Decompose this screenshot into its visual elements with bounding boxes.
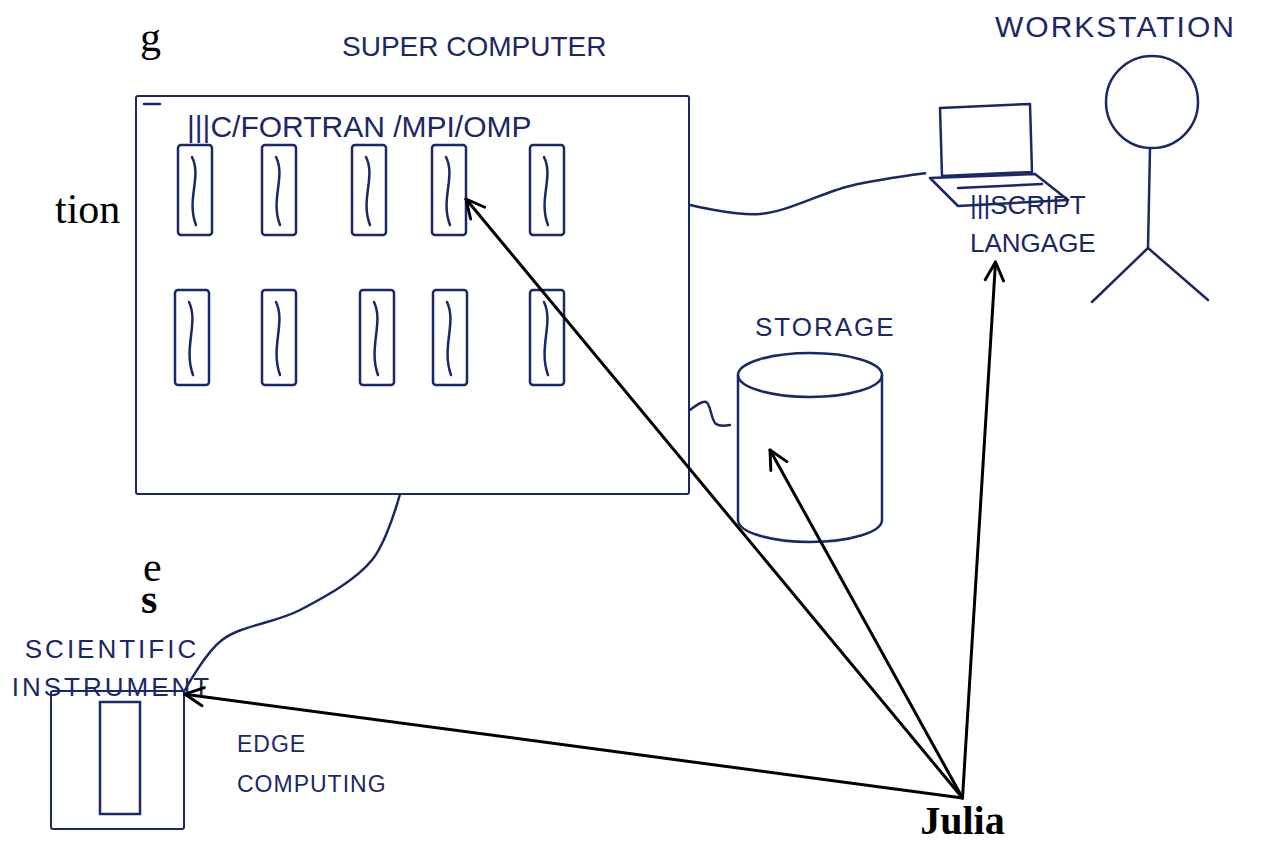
julia-label-node: Julia: [905, 798, 1020, 844]
node-heading: STORAGE: [755, 312, 925, 342]
rack-squiggle: [544, 302, 548, 375]
language-note: |||SCRIPT LANGAGE: [970, 186, 1140, 262]
rack-symbol: [175, 290, 209, 385]
person-head: [1106, 56, 1198, 148]
storage-target: [770, 450, 778, 458]
rack-symbol: [178, 145, 212, 235]
node-heading: SUPER COMPUTER: [342, 30, 662, 64]
corner-mark: [144, 103, 160, 106]
cylinder-top: [738, 353, 882, 397]
julia-arrow: [466, 199, 963, 798]
rack-squiggle: [446, 157, 450, 225]
rack-squiggle: [189, 302, 193, 375]
person-legs: [1092, 248, 1208, 302]
network-link: [185, 495, 400, 690]
person-body: [1148, 148, 1150, 248]
rack-symbol: [262, 145, 296, 235]
rack-symbol: [262, 290, 296, 385]
rack-squiggle: [447, 302, 451, 375]
node-heading: SCIENTIFIC INSTRUMENT: [7, 630, 217, 706]
instrument-box: SCIENTIFIC INSTRUMENTEDGE COMPUTING: [50, 690, 185, 830]
cylinder-body: [738, 375, 882, 542]
language-name: Julia: [905, 798, 1020, 844]
rack-symbol: [433, 290, 467, 385]
language-note: |||C/FORTRAN /MPI/OMP: [187, 109, 627, 145]
julia-arrow: [770, 450, 963, 798]
storage-cylinder: STORAGE: [730, 350, 890, 545]
instrument-detail: [100, 702, 140, 814]
rack-squiggle: [374, 302, 378, 375]
laptop-keys: [958, 184, 1042, 188]
rack-symbol: [352, 145, 386, 235]
instrument-panel: [100, 702, 140, 814]
rack-symbol: [360, 290, 394, 385]
node-heading: WORKSTATION: [995, 10, 1265, 44]
slide-text-fragment: s: [141, 578, 157, 620]
rack-squiggle: [276, 157, 280, 225]
rack-symbol: [530, 145, 564, 235]
compute-racks: [144, 104, 564, 385]
person-symbol: [1092, 56, 1208, 302]
workstation-group: WORKSTATION|||SCRIPT LANGAGE: [915, 8, 1255, 298]
rack-symbol: [530, 290, 564, 385]
rack-symbol: [432, 145, 466, 235]
laptop-screen: [940, 104, 1032, 176]
rack-squiggle: [276, 302, 280, 375]
slide-text-fragment: g: [140, 16, 161, 58]
node-note: EDGE COMPUTING: [237, 724, 397, 804]
network-link: [690, 173, 925, 214]
rack-squiggle: [544, 157, 548, 225]
supercomputer-box: SUPER COMPUTER|||C/FORTRAN /MPI/OMP: [135, 95, 690, 495]
rack-squiggle: [366, 157, 370, 225]
network-link: [690, 402, 730, 426]
rack-squiggle: [192, 157, 196, 225]
julia-arrow: [963, 262, 996, 798]
slide-text-fragment: tion: [55, 188, 120, 230]
cylinder-outline: [730, 350, 890, 545]
